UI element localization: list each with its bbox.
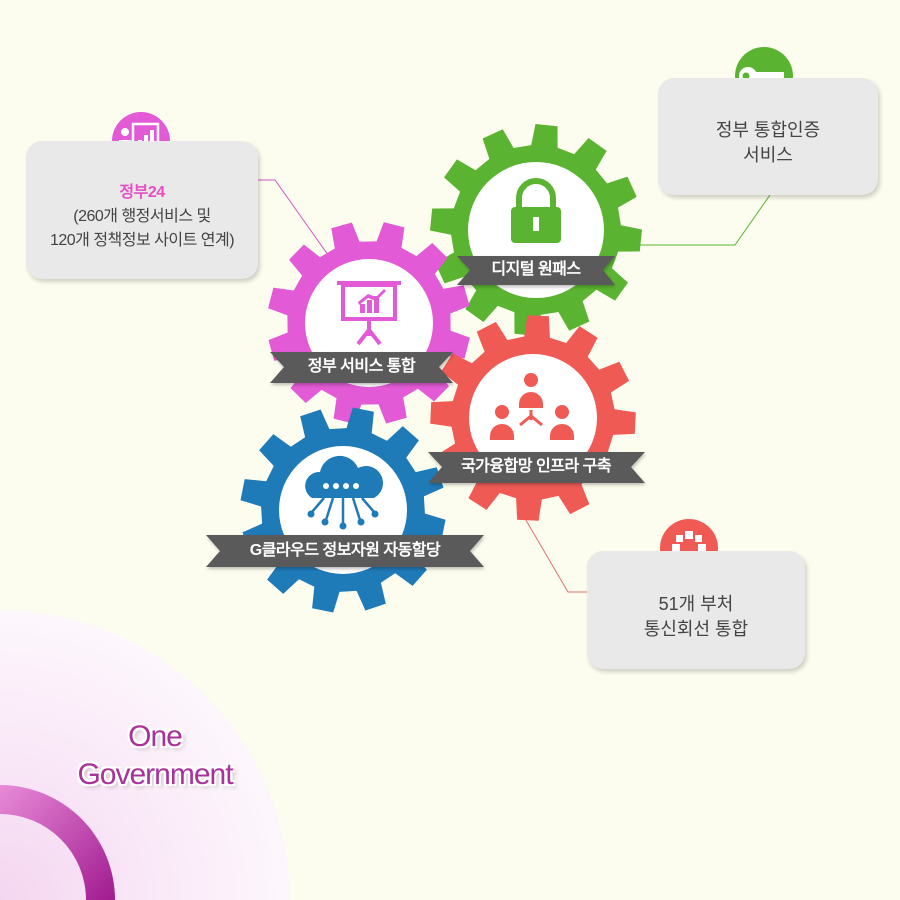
- label-service-integration: 정부 서비스 통합: [307, 358, 416, 375]
- connector-network: [519, 509, 590, 593]
- ribbon-digital-onepass: [457, 256, 615, 285]
- network-line-2: 통신회선 통합: [643, 619, 749, 639]
- ribbon-service-integration: [270, 352, 453, 383]
- presentation-board-icon: [337, 281, 401, 346]
- connector-auth: [615, 194, 771, 246]
- label-digital-onepass: 디지털 원패스: [491, 261, 581, 278]
- ribbon-network-infra: [428, 452, 645, 483]
- network-line-1: 51개 부처: [658, 594, 734, 614]
- brand-line-1: One: [128, 720, 183, 753]
- callout-auth-service: 정부 통합인증 서비스: [658, 78, 878, 195]
- decorative-arc: [0, 610, 290, 900]
- auth-line-2: 서비스: [743, 145, 793, 165]
- callout-gov24: 정부24 (260개 행정서비스 및 120개 정책정보 사이트 연계): [26, 141, 258, 279]
- cloud-network-icon: [305, 455, 383, 530]
- label-gcloud: G클라우드 정보자원 자동할당: [249, 542, 441, 559]
- callout-network-integration: 51개 부처 통신회선 통합: [587, 551, 805, 669]
- gov24-line-2: 120개 정책정보 사이트 연계): [49, 232, 235, 249]
- gov24-line-1: (260개 행정서비스 및: [73, 208, 211, 225]
- label-network-infra: 국가융합망 인프라 구축: [460, 458, 612, 475]
- org-chart-people-icon: [490, 373, 574, 440]
- brand-one-government: One Government: [40, 718, 270, 794]
- connector-lines: [258, 179, 771, 593]
- brand-line-2: Government: [77, 758, 233, 791]
- gov24-title: 정부24: [119, 184, 165, 201]
- padlock-icon: [511, 178, 561, 243]
- auth-line-1: 정부 통합인증: [715, 120, 821, 140]
- ribbon-gcloud: [206, 535, 484, 567]
- connector-gov24: [258, 179, 334, 263]
